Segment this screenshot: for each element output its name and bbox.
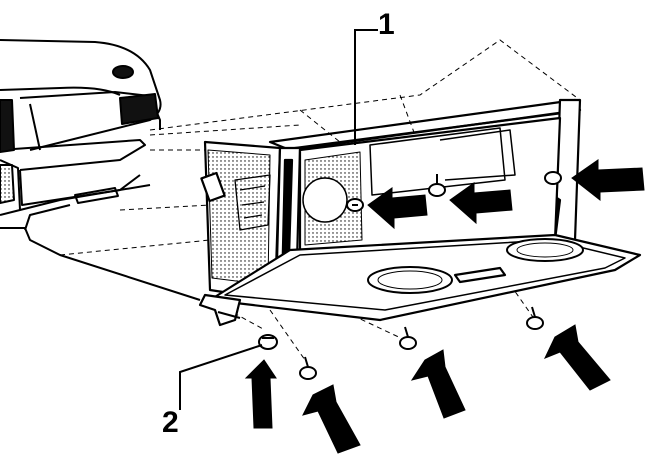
- screw-lower-middle: [399, 326, 417, 350]
- callout-label-1: 1: [378, 8, 395, 41]
- screw-upper-middle: [428, 174, 446, 197]
- screw-upper-right: [544, 171, 562, 185]
- arrow-middle-screw: [449, 182, 513, 225]
- dashboard: [0, 39, 201, 301]
- clip-bolt: [258, 334, 278, 350]
- pointer-arrows: [244, 159, 645, 454]
- callout-label-2: 2: [162, 406, 179, 439]
- screw-upper-left: [346, 198, 364, 212]
- arrow-left-screw: [367, 187, 428, 230]
- screw-lower-left: [299, 356, 317, 380]
- glovebox: [198, 98, 642, 327]
- screws: [258, 171, 562, 380]
- arrow-lower-right: [543, 324, 611, 391]
- screw-lower-right: [526, 306, 544, 330]
- arrow-right-screw: [571, 159, 645, 202]
- arrow-clip-bolt: [244, 359, 277, 429]
- callout-leaders: [179, 29, 378, 410]
- arrow-lower-left: [302, 384, 361, 454]
- arrow-lower-middle: [410, 349, 466, 419]
